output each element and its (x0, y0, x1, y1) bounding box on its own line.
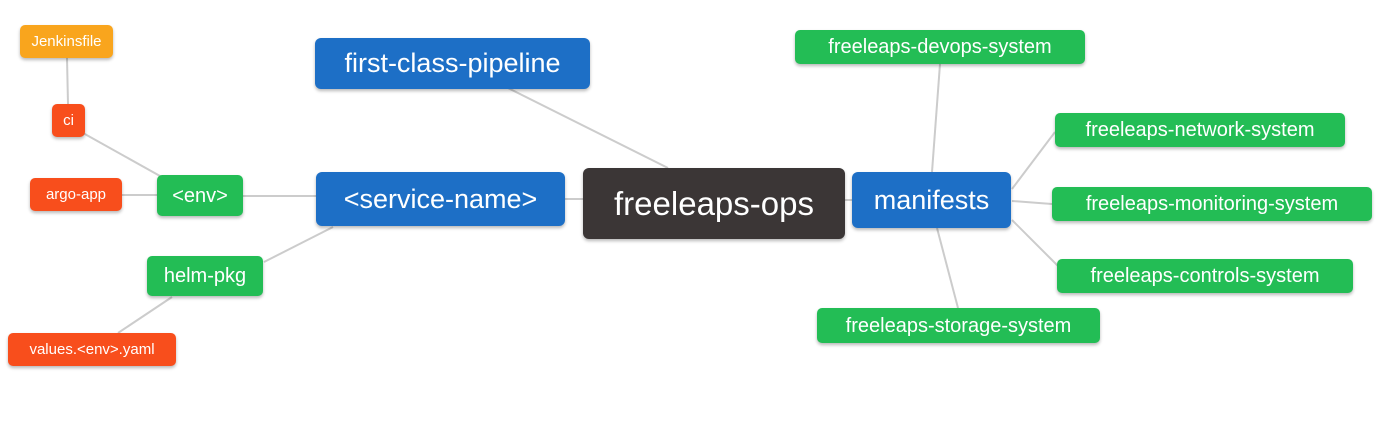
node-freeleaps-network-system[interactable]: freeleaps-network-system (1055, 113, 1345, 147)
edge-helm-pkg-service-name (263, 226, 334, 263)
node-freeleaps-monitoring-system[interactable]: freeleaps-monitoring-system (1052, 187, 1372, 221)
edge-ci-env (82, 132, 161, 177)
node-ci[interactable]: ci (52, 104, 85, 137)
node-root-freeleaps-ops[interactable]: freeleaps-ops (583, 168, 845, 239)
edge-pipeline-root (507, 87, 669, 169)
node-jenkinsfile[interactable]: Jenkinsfile (20, 25, 113, 58)
edge-jenkinsfile-ci (66, 57, 69, 105)
node-freeleaps-controls-system[interactable]: freeleaps-controls-system (1057, 259, 1353, 293)
node-helm-pkg[interactable]: helm-pkg (147, 256, 263, 296)
node-service-name[interactable]: <service-name> (316, 172, 565, 226)
edge-manifests-devops (931, 63, 941, 173)
node-argo-app[interactable]: argo-app (30, 178, 122, 211)
node-freeleaps-storage-system[interactable]: freeleaps-storage-system (817, 308, 1100, 343)
node-first-class-pipeline[interactable]: first-class-pipeline (315, 38, 590, 89)
edge-values-helm-pkg (117, 296, 173, 334)
node-values-env-yaml[interactable]: values.<env>.yaml (8, 333, 176, 366)
edge-manifests-storage (936, 227, 959, 309)
node-freeleaps-devops-system[interactable]: freeleaps-devops-system (795, 30, 1085, 64)
node-manifests[interactable]: manifests (852, 172, 1011, 228)
edge-manifests-controls (1011, 219, 1059, 267)
edge-manifests-monitoring (1011, 200, 1053, 205)
node-env[interactable]: <env> (157, 175, 243, 216)
edge-manifests-network (1011, 131, 1056, 190)
